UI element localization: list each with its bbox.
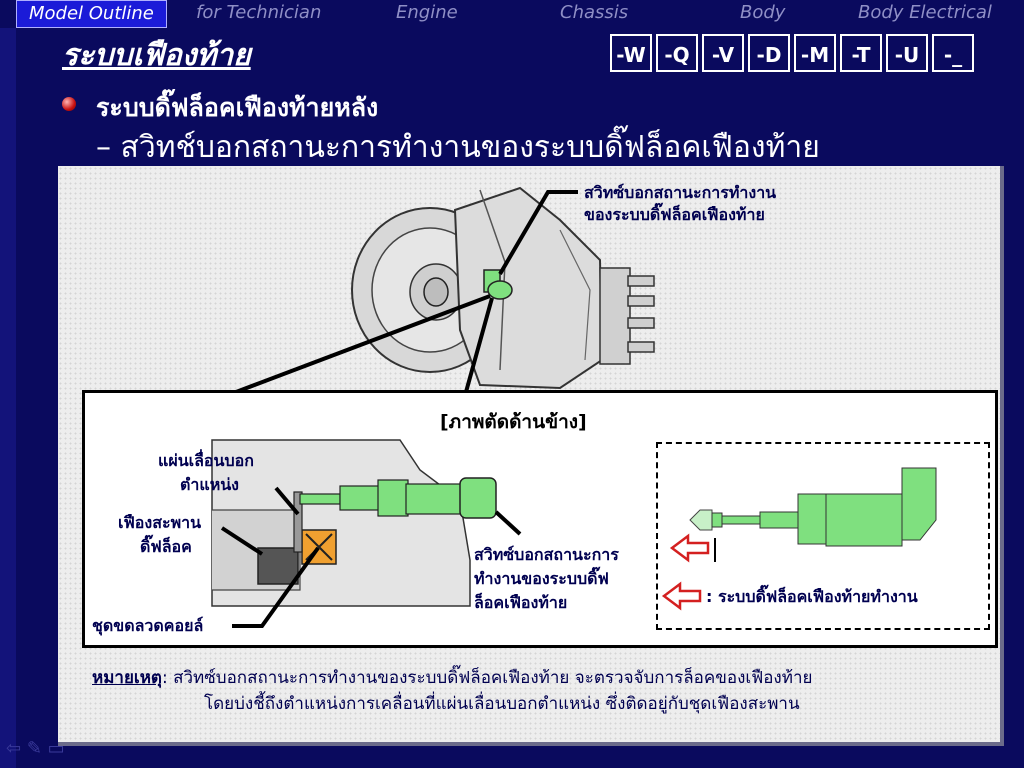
section-subheading: – สวิทช์บอกสถานะการทำงานของระบบดิ๊ฟล็อคเ… xyxy=(96,130,820,165)
code-button-v[interactable]: -V xyxy=(702,34,744,72)
switch-label-line3: ล็อคเฟืองท้าย xyxy=(474,593,568,612)
note-line2: โดยบ่งชี้ถึงตำแหน่งการเคลื่อนที่แผ่นเลื่… xyxy=(204,694,800,714)
code-button-t[interactable]: -T xyxy=(840,34,882,72)
note-text: หมายเหตุ: สวิทซ์บอกสถานะการทำงานของระบบด… xyxy=(92,664,812,692)
gear-shape xyxy=(257,547,299,585)
note-line1: : สวิทซ์บอกสถานะการทำงานของระบบดิ๊ฟล็อคเ… xyxy=(161,668,813,688)
slider-plate-shape xyxy=(293,491,303,553)
code-button-m[interactable]: -M xyxy=(794,34,836,72)
gear-label-line1: เฟืองสะพาน xyxy=(118,513,202,532)
switch-callout-line1: สวิทซ์บอกสถานะการทำงาน xyxy=(584,183,777,202)
code-button-u[interactable]: -U xyxy=(886,34,928,72)
section-heading: ระบบดิ๊ฟล็อคเฟืองท้ายหลัง xyxy=(96,93,379,122)
code-button-w[interactable]: -W xyxy=(610,34,652,72)
top-navigation: Model Outline for Technician Engine Chas… xyxy=(0,0,1024,28)
note-label: หมายเหตุ xyxy=(92,668,162,688)
legend-text: : ระบบดิ๊ฟล็อคเฟืองท้ายทำงาน xyxy=(706,587,918,606)
slider-label-line1: แผ่นเลื่อนบอก xyxy=(158,451,254,470)
back-arrow-icon[interactable]: ⇦ xyxy=(6,738,22,759)
tab-body[interactable]: Body xyxy=(740,2,786,23)
switch-label-line1: สวิทซ์บอกสถานะการ xyxy=(474,545,619,564)
bottom-toolbar: ⇦ ✎ ▭ xyxy=(6,738,65,759)
code-button-q[interactable]: -Q xyxy=(656,34,698,72)
code-button-d[interactable]: -D xyxy=(748,34,790,72)
switch-label-line2: ทำงานของระบบดิ๊ฟ xyxy=(474,569,609,588)
left-sidebar-strip xyxy=(0,28,16,768)
switch-connector-side-shape xyxy=(901,467,937,541)
plunger-tip-shape xyxy=(689,509,713,531)
tab-chassis[interactable]: Chassis xyxy=(560,2,629,23)
code-button-blank[interactable]: -_ xyxy=(932,34,974,72)
page-title: ระบบเฟืองท้าย xyxy=(62,38,251,73)
switch-callout-line2: ของระบบดิ๊ฟล็อคเฟืองท้าย xyxy=(584,205,765,224)
pen-icon[interactable]: ✎ xyxy=(26,738,42,759)
tab-for-technician[interactable]: for Technician xyxy=(196,2,322,23)
menu-icon[interactable]: ▭ xyxy=(47,738,65,759)
tab-engine[interactable]: Engine xyxy=(396,2,458,23)
callout-line-top xyxy=(498,190,578,276)
switch-connector-shape xyxy=(459,477,497,519)
coil-label: ชุดขดลวดคอยล์ xyxy=(92,616,204,635)
zoom-line-left xyxy=(235,294,491,394)
gear-label-line2: ดิ๊ฟล็อค xyxy=(140,537,192,556)
legend-arrow-icon xyxy=(661,581,702,611)
cross-section-title: [ภาพตัดด้านข้าง] xyxy=(440,411,587,433)
tab-body-electrical[interactable]: Body Electrical xyxy=(858,2,992,23)
direction-arrow-icon xyxy=(669,533,710,563)
model-code-buttons: -W -Q -V -D -M -T -U -_ xyxy=(610,34,978,72)
zoom-line-right xyxy=(464,297,494,393)
bullet-icon xyxy=(62,97,76,111)
slider-label-line2: ตำแหน่ง xyxy=(180,475,239,494)
tab-model-outline[interactable]: Model Outline xyxy=(16,0,167,28)
